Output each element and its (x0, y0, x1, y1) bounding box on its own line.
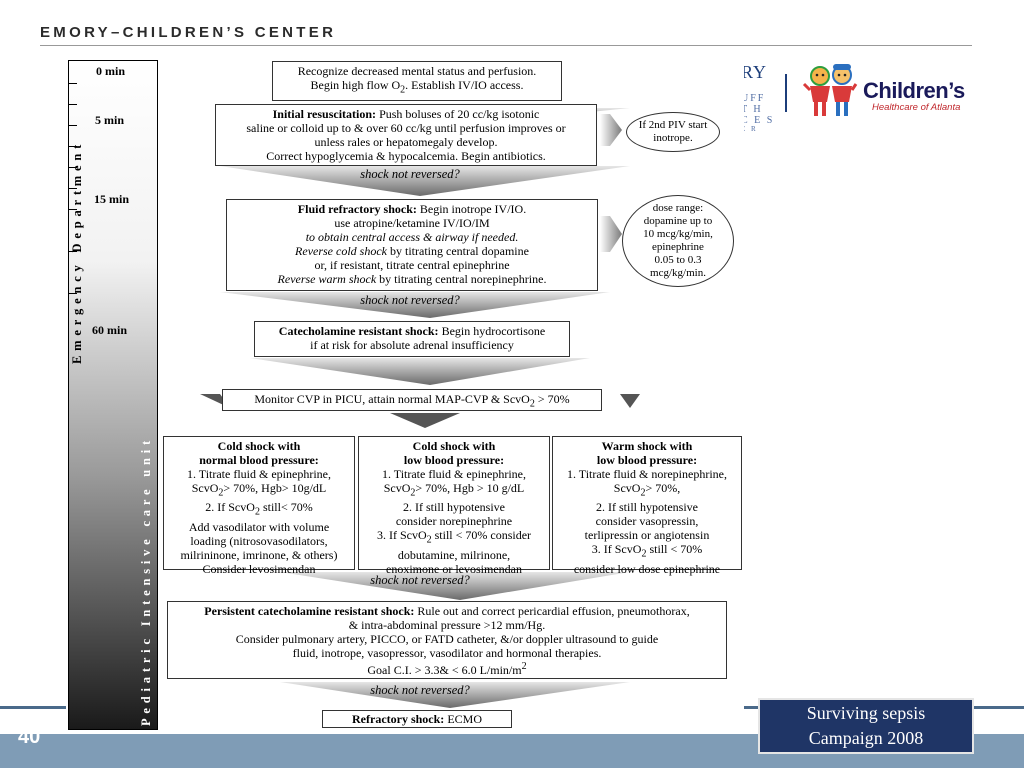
logo-divider (785, 74, 787, 112)
arrow-3 (220, 292, 610, 318)
time-label-0: 0 min (96, 64, 126, 78)
badge-line-1: Surviving sepsis (806, 703, 926, 723)
badge-line-2: Campaign 2008 (808, 728, 924, 748)
not-reversed-label-3: shock not reversed? (370, 573, 470, 587)
not-reversed-label-4: shock not reversed? (370, 683, 470, 697)
emory-logo-text: RY (741, 62, 768, 82)
childrens-mascot-logo (802, 64, 858, 116)
emory-logo-sub-4: E R (741, 125, 758, 133)
time-label-60: 60 min (92, 323, 128, 337)
childrens-logo-name: Children’s (863, 78, 965, 103)
surviving-sepsis-badge: Surviving sepsis Campaign 2008 (758, 698, 974, 754)
step-monitor-cvp: Monitor CVP in PICU, attain normal MAP-C… (222, 389, 602, 411)
arrow-5 (280, 572, 630, 600)
step-recognize: Recognize decreased mental status and pe… (272, 61, 562, 101)
side-arrow-1 (600, 114, 622, 146)
not-reversed-label-2: shock not reversed? (360, 293, 460, 307)
header-title: EMORY–CHILDREN’S CENTER (40, 24, 337, 41)
emory-logo-sub-2: T H (741, 104, 763, 115)
arrow-2 (220, 166, 630, 196)
page-number: 40 (18, 726, 41, 748)
timeline-bar (68, 60, 158, 730)
arrow-split-right (620, 394, 640, 408)
picu-label: Pediatric Intensive care unit (139, 436, 153, 726)
arrow-6 (280, 682, 630, 708)
side-arrow-2 (600, 216, 622, 252)
emory-logo-sub-1: UFF (741, 93, 766, 104)
step-refractory-ecmo: Refractory shock: ECMO (322, 710, 512, 728)
step-fluid-refractory: Fluid refractory shock: Begin inotrope I… (226, 199, 598, 291)
header-divider (40, 45, 972, 46)
not-reversed-label-1: shock not reversed? (360, 167, 460, 181)
emory-logo-sub-3: C E S (741, 115, 775, 126)
arrow-4 (250, 358, 590, 385)
arrow-split-mid (390, 413, 460, 428)
step-catecholamine-resistant: Catecholamine resistant shock: Begin hyd… (254, 321, 570, 357)
time-label-5: 5 min (95, 113, 125, 127)
childrens-logo-subtitle: Healthcare of Atlanta (872, 102, 961, 113)
step-initial-resuscitation: Initial resuscitation: Push boluses of 2… (215, 104, 597, 166)
ed-label: Emergency Department (70, 139, 84, 364)
step-persistent-resistant: Persistent catecholamine resistant shock… (167, 601, 727, 679)
time-label-15: 15 min (94, 192, 130, 206)
